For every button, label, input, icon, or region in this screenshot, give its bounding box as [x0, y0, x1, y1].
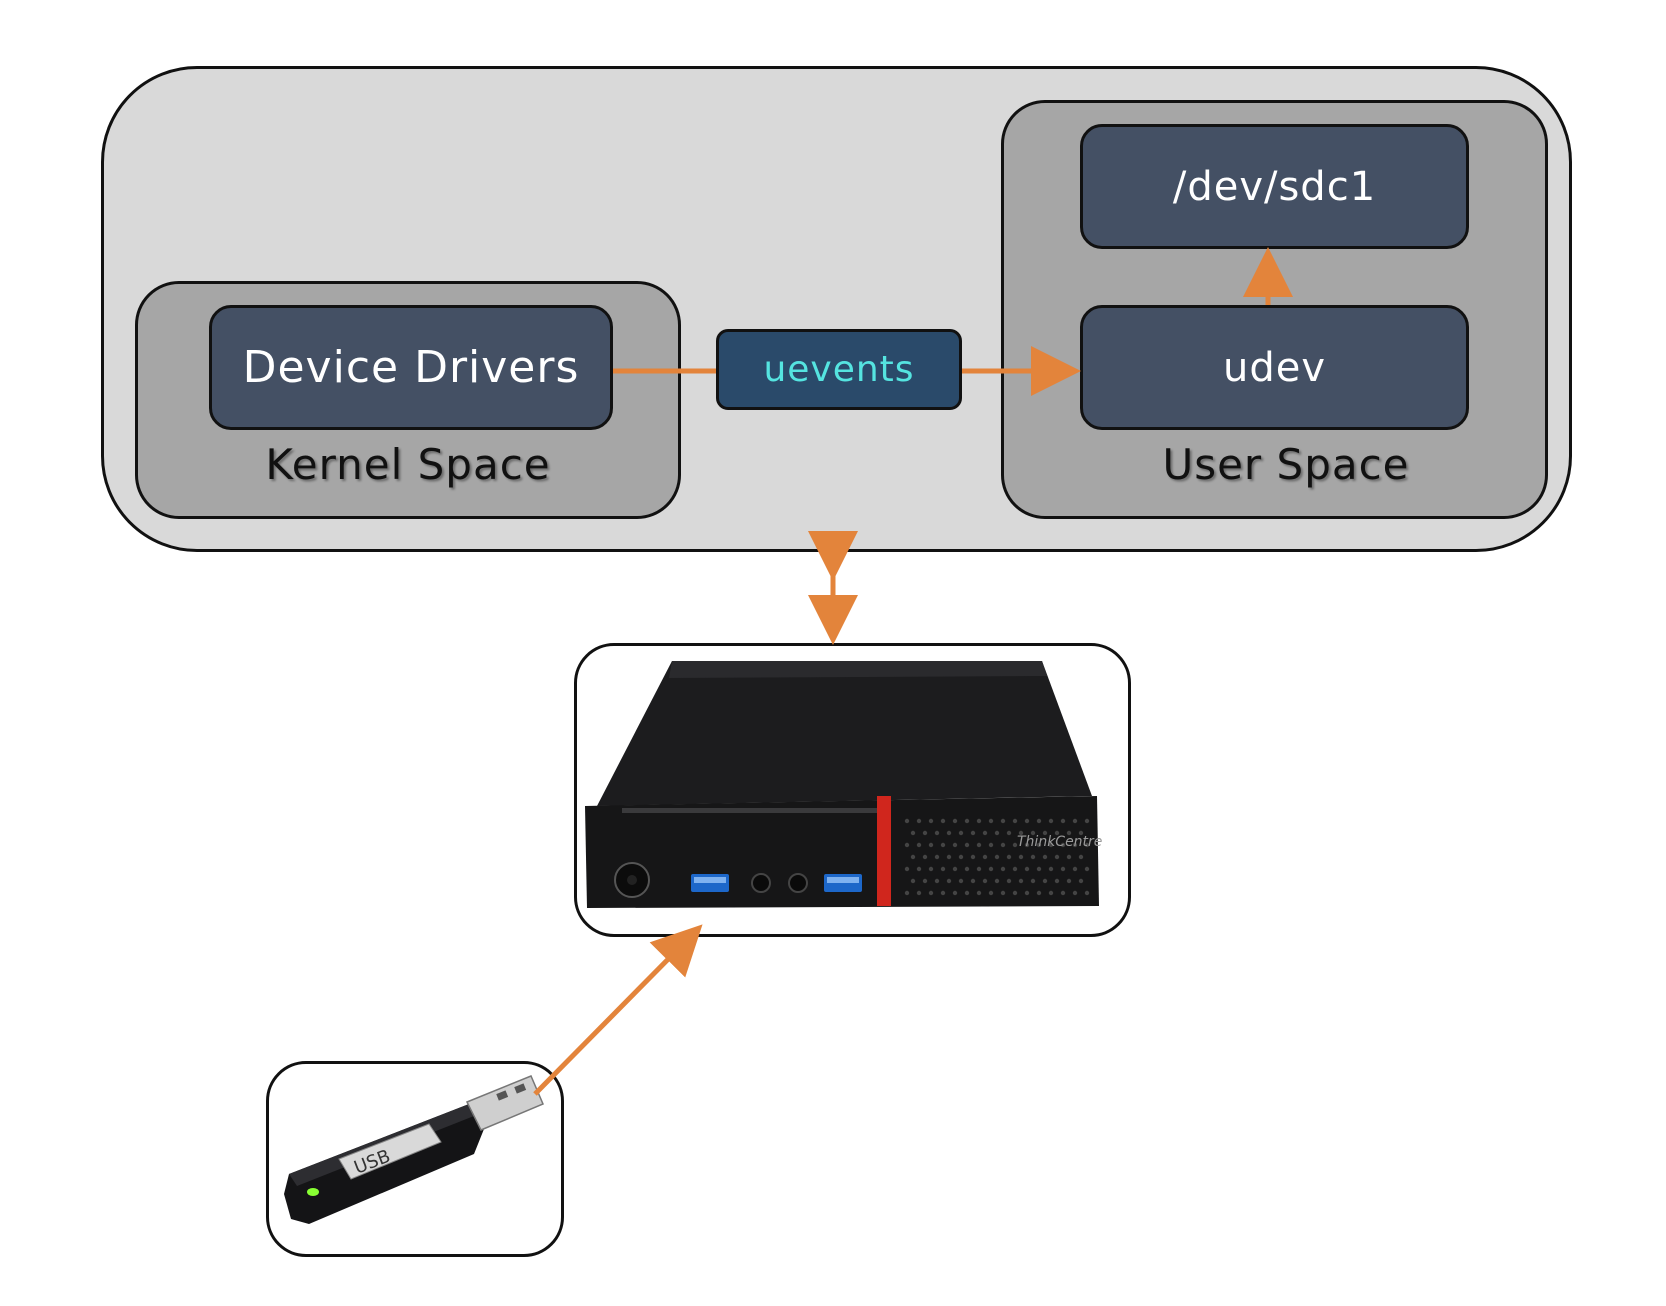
uevents-label: uevents: [763, 349, 915, 390]
udev-box: udev: [1080, 305, 1469, 430]
kernel-space-label: Kernel Space: [265, 440, 551, 489]
computer-model-text: ThinkCentre: [1017, 834, 1102, 850]
user-space-label: User Space: [1162, 440, 1410, 489]
device-drivers-label: Device Drivers: [242, 342, 580, 393]
device-node-label: /dev/sdc1: [1172, 163, 1377, 210]
usb-stick-illustration: USB: [284, 1075, 544, 1224]
device-node-box: /dev/sdc1: [1080, 124, 1469, 249]
uevents-box: uevents: [716, 329, 962, 410]
computer-illustration: ThinkCentre: [585, 661, 1102, 908]
udev-label: udev: [1222, 344, 1327, 391]
usb-to-computer-arrow: [533, 924, 703, 1096]
usb-stick-frame: USB: [266, 1061, 564, 1257]
computer-frame: ThinkCentre: [574, 643, 1131, 937]
device-drivers-box: Device Drivers: [209, 305, 613, 430]
